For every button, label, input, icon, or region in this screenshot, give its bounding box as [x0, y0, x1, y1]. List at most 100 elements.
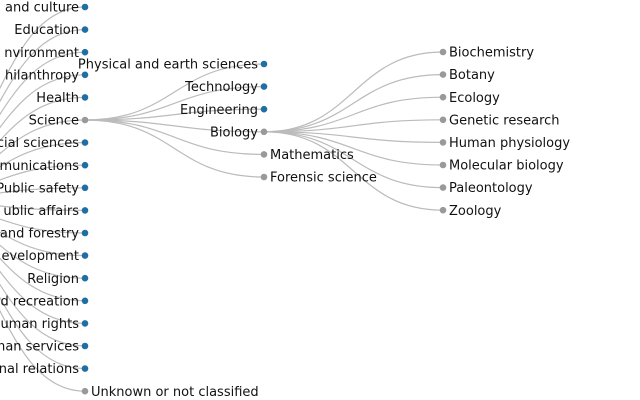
- node-dot: [439, 116, 447, 124]
- node-label: munications: [0, 159, 79, 174]
- node-dot: [260, 60, 268, 68]
- node-dot: [260, 151, 268, 158]
- node-label: Botany: [449, 68, 495, 83]
- node-dot: [81, 161, 89, 169]
- node-dot: [439, 184, 447, 191]
- node-dot: [81, 229, 89, 237]
- node-label: Health: [36, 91, 79, 106]
- tree-node-molecular-biology: Molecular biology: [439, 159, 564, 174]
- tree-node-education[interactable]: Education: [14, 23, 89, 38]
- node-label: Paleontology: [449, 181, 533, 196]
- link-root-evelopment: [0, 231, 86, 257]
- node-label: cial sciences: [0, 136, 79, 151]
- node-label: Technology: [184, 80, 258, 95]
- link-root-uman-rights: [0, 270, 86, 324]
- node-label: uman rights: [0, 317, 79, 332]
- node-dot: [81, 342, 89, 350]
- node-dot: [81, 184, 89, 192]
- node-dot: [439, 48, 447, 56]
- link-root-d-recreation: [0, 257, 86, 302]
- node-label: Engineering: [180, 103, 258, 118]
- link-root-man-services: [0, 283, 86, 347]
- node-label: d recreation: [0, 294, 79, 309]
- node-dot: [81, 252, 89, 259]
- tree-node-public-safety[interactable]: Public safety: [0, 181, 89, 196]
- node-label: Religion: [27, 272, 79, 287]
- node-dot: [260, 83, 268, 90]
- link-biology-biochemistry: [263, 51, 444, 133]
- tree-node-ublic-affairs[interactable]: ublic affairs: [3, 204, 89, 219]
- node-dot: [81, 116, 89, 124]
- tree-node-nvironment[interactable]: nvironment: [4, 46, 89, 61]
- link-root-munications: [0, 164, 86, 181]
- node-dot: [81, 48, 89, 56]
- tree-node-uman-rights[interactable]: uman rights: [0, 317, 89, 332]
- tree-node-d-recreation[interactable]: d recreation: [0, 294, 89, 309]
- link-root-and-culture: [0, 6, 86, 90]
- tree-node-engineering[interactable]: Engineering: [180, 103, 268, 118]
- node-dot: [260, 173, 268, 181]
- tree-node-biology[interactable]: Biology: [210, 125, 268, 140]
- link-root-religion: [0, 244, 86, 279]
- tree-node-ecology: Ecology: [439, 91, 500, 106]
- node-label: Mathematics: [270, 148, 354, 163]
- node-label: Human physiology: [449, 136, 570, 151]
- tree-node-and-forestry[interactable]: and forestry: [0, 227, 89, 242]
- tree-node-science[interactable]: Science: [29, 114, 89, 129]
- link-root-nal-relations: [0, 296, 86, 370]
- tree-links: [0, 6, 444, 392]
- link-science-engineering: [84, 108, 265, 121]
- link-root-science: [0, 119, 86, 155]
- node-label: Public safety: [0, 181, 79, 196]
- node-label: Biochemistry: [449, 46, 534, 61]
- link-root-hilanthropy: [0, 74, 86, 129]
- tree-node-religion[interactable]: Religion: [27, 272, 89, 287]
- link-root-public-safety: [0, 187, 86, 194]
- node-label: ublic affairs: [3, 204, 79, 219]
- link-biology-genetic-research: [263, 119, 444, 133]
- node-label: Biology: [210, 125, 258, 140]
- node-label: and forestry: [0, 227, 79, 242]
- tree-node-hilanthropy[interactable]: hilanthropy: [5, 68, 89, 83]
- node-label: Molecular biology: [449, 159, 564, 174]
- node-label: man services: [0, 340, 79, 355]
- node-label: Genetic research: [449, 113, 560, 128]
- link-root-and-forestry: [0, 218, 86, 234]
- node-dot: [81, 207, 89, 214]
- link-root-education: [0, 29, 86, 103]
- tree-node-evelopment[interactable]: evelopment: [1, 249, 89, 264]
- node-dot: [81, 365, 89, 372]
- node-label: and culture: [5, 1, 79, 16]
- tree-node-technology[interactable]: Technology: [184, 80, 268, 95]
- tree-node-cial-sciences[interactable]: cial sciences: [0, 136, 89, 151]
- node-dot: [81, 94, 89, 101]
- link-science-physical-and-earth-sciences: [84, 63, 265, 121]
- tree-node-forensic-science: Forensic science: [260, 171, 377, 186]
- link-science-mathematics: [84, 119, 265, 155]
- node-dot: [439, 139, 447, 146]
- link-biology-human-physiology: [263, 131, 444, 143]
- link-root-health: [0, 96, 86, 142]
- node-label: Science: [29, 114, 79, 129]
- node-dot: [439, 161, 447, 169]
- tree-node-munications[interactable]: munications: [0, 159, 89, 174]
- tree-node-mathematics: Mathematics: [260, 148, 354, 163]
- tree-node-physical-and-earth-sciences[interactable]: Physical and earth sciences: [78, 58, 268, 73]
- tree-node-man-services[interactable]: man services: [0, 340, 89, 355]
- tree-node-unknown-or-not-classified: Unknown or not classified: [81, 385, 259, 400]
- node-dot: [81, 320, 89, 327]
- tree-node-nal-relations[interactable]: nal relations: [0, 362, 89, 377]
- tree-node-and-culture[interactable]: and culture: [5, 1, 89, 16]
- link-biology-molecular-biology: [263, 131, 444, 166]
- tree-node-paleontology: Paleontology: [439, 181, 533, 196]
- link-science-forensic-science: [84, 119, 265, 178]
- node-label: Unknown or not classified: [91, 385, 259, 400]
- node-dot: [439, 93, 447, 101]
- link-root-ublic-affairs: [0, 205, 86, 211]
- tree-node-health[interactable]: Health: [36, 91, 89, 106]
- node-label: nal relations: [0, 362, 79, 377]
- node-label: evelopment: [1, 249, 79, 264]
- node-dot: [81, 274, 89, 282]
